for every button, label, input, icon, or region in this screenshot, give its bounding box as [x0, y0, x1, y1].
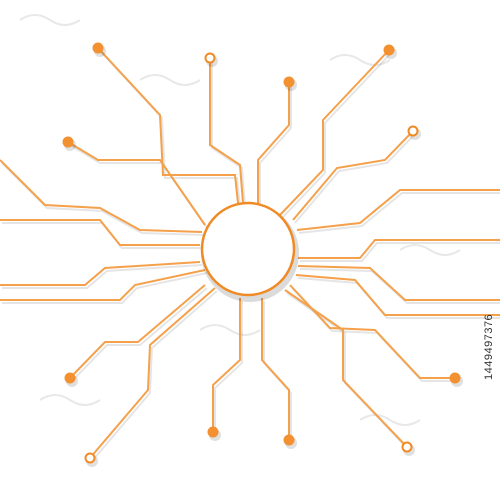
filled-terminal-node	[207, 426, 219, 438]
trace-top-right-shadow	[281, 52, 392, 219]
trace-right-4-shadow	[297, 277, 500, 319]
trace-bottom-left	[69, 284, 206, 379]
trace-right-3	[297, 265, 500, 301]
filled-terminal-node	[383, 44, 395, 56]
trace-left-3-shadow	[2, 264, 203, 289]
center-hub	[200, 201, 299, 302]
trace-left-node-shadow	[69, 144, 208, 229]
trace-right-2-shadow	[300, 242, 500, 262]
trace-bottom-left-shadow	[71, 287, 208, 382]
trace-right-4	[295, 274, 500, 316]
trace-top-right-2-shadow	[294, 133, 416, 224]
filled-terminal-node	[283, 76, 295, 88]
trace-bottom-c2-shadow	[263, 301, 292, 443]
trace-right-2	[298, 239, 500, 259]
trace-bottom-left-2-shadow	[91, 290, 218, 462]
open-terminal-node	[84, 452, 96, 464]
trace-top-mid-shadow	[259, 85, 292, 206]
open-terminal-node	[401, 441, 413, 453]
watermark-logo-pattern	[19, 14, 461, 426]
trace-right-3-shadow	[299, 268, 500, 304]
filled-terminal-node	[283, 434, 295, 446]
circuit-traces	[0, 47, 500, 459]
trace-top-mid	[257, 82, 290, 203]
trace-bottom-c1	[212, 298, 241, 432]
circuit-nodes	[62, 42, 463, 467]
filled-terminal-node	[449, 372, 461, 384]
trace-left-4-shadow	[2, 272, 208, 304]
trace-bottom-c2	[261, 298, 290, 440]
filled-terminal-node	[64, 372, 76, 384]
trace-left-2	[0, 219, 200, 246]
trace-left-1	[0, 159, 203, 233]
filled-terminal-node	[92, 42, 104, 54]
trace-left-4	[0, 269, 206, 301]
trace-top-right	[279, 49, 390, 216]
trace-bottom-right	[284, 289, 408, 448]
open-terminal-node	[204, 52, 216, 64]
watermark-id-text: 1449497376	[483, 313, 495, 380]
trace-left-3	[0, 261, 201, 286]
trace-top-center-shadow	[211, 61, 246, 207]
trace-right-1-shadow	[298, 192, 500, 234]
open-terminal-node	[407, 125, 419, 137]
trace-bottom-left-2	[89, 287, 216, 459]
filled-terminal-node	[62, 136, 74, 148]
trace-top-right-2	[292, 130, 414, 221]
trace-right-node	[289, 284, 455, 379]
trace-bottom-c1-shadow	[214, 301, 243, 435]
trace-right-1	[296, 189, 500, 231]
trace-bottom-right-shadow	[286, 292, 410, 451]
trace-left-node	[67, 141, 206, 226]
trace-top-center	[209, 58, 244, 204]
trace-top-left-far	[97, 47, 239, 204]
